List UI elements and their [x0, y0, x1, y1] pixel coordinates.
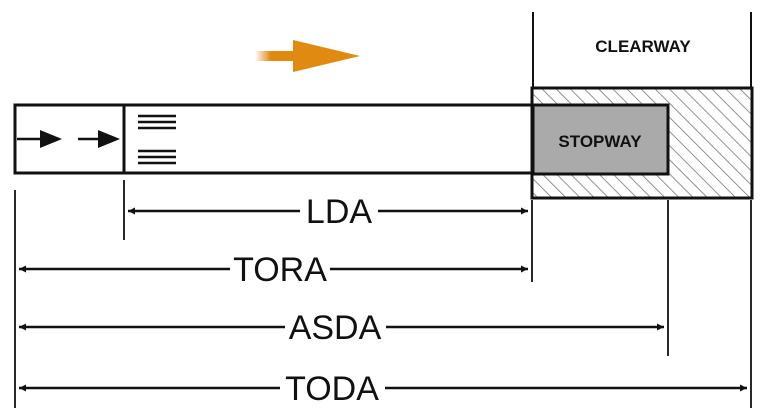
- takeoff-direction-arrow-icon: [255, 40, 360, 72]
- stopway: [531, 103, 670, 176]
- clearway-label: CLEARWAY: [595, 37, 691, 56]
- lda-label: LDA: [306, 193, 372, 231]
- toda-label: TODA: [285, 370, 379, 408]
- displaced-threshold-arrow-icon: [17, 130, 120, 148]
- toda-dimension: TODA: [19, 370, 747, 408]
- tora-dimension: TORA: [19, 251, 528, 289]
- lda-dimension: LDA: [128, 193, 528, 231]
- tora-label: TORA: [233, 251, 327, 289]
- stopway-label: STOPWAY: [558, 132, 642, 151]
- asda-label: ASDA: [289, 309, 382, 347]
- threshold-stripes-icon: [138, 114, 176, 165]
- asda-dimension: ASDA: [19, 309, 664, 347]
- extension-lines: [14, 180, 752, 408]
